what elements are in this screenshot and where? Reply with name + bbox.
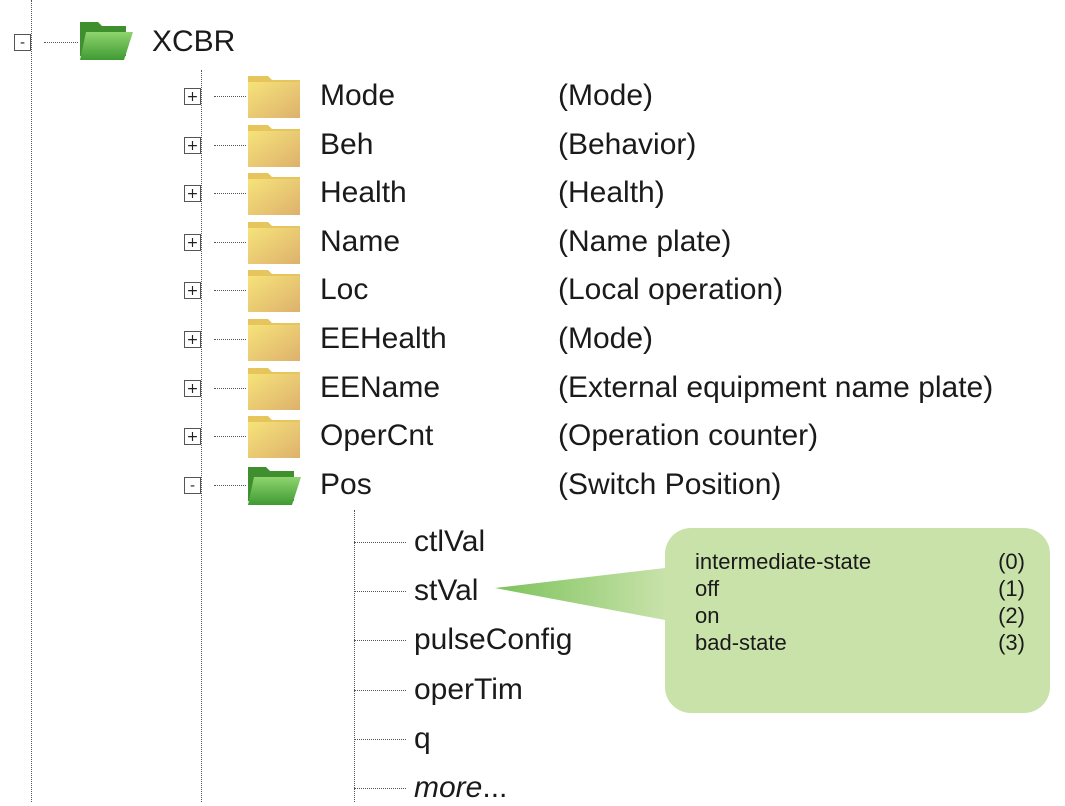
callout-bubble <box>495 528 1050 713</box>
child-description-label: (Local operation) <box>558 273 784 306</box>
callout-state-value: (3) <box>998 630 1025 655</box>
more-leaf-ellipsis: ... <box>482 771 508 804</box>
child-connector <box>214 96 246 97</box>
root-toggle-connector <box>44 42 78 43</box>
child-name-label[interactable]: EEHealth <box>320 322 447 355</box>
child-connector <box>214 485 246 486</box>
pos-leaf-q[interactable]: q <box>414 722 431 755</box>
pos-leaf-operTim[interactable]: operTim <box>414 673 523 706</box>
child-name-label[interactable]: Beh <box>320 128 374 161</box>
child-connector <box>214 242 246 243</box>
child-description-label: (Name plate) <box>558 225 732 258</box>
folder-open-icon <box>246 461 302 509</box>
child-connector <box>214 145 246 146</box>
root-label[interactable]: XCBR <box>152 25 236 58</box>
callout-row: on (2) <box>695 602 1025 629</box>
leaf-connector <box>354 591 406 592</box>
callout-state-label: intermediate-state <box>695 549 872 574</box>
child-expand-toggle[interactable]: + <box>184 88 201 105</box>
callout-row: intermediate-state (0) <box>695 548 1025 575</box>
child-description-label: (Operation counter) <box>558 419 819 452</box>
child-name-label[interactable]: Mode <box>320 79 396 112</box>
child-connector <box>214 388 246 389</box>
leaf-connector <box>354 690 406 691</box>
callout-row: bad-state (3) <box>695 629 1025 656</box>
folder-closed-icon <box>246 266 302 314</box>
callout-value-list: intermediate-state(0)off(1)on(2)bad-stat… <box>695 548 1025 656</box>
callout-row: off (1) <box>695 575 1025 602</box>
child-expand-toggle[interactable]: + <box>184 137 201 154</box>
child-connector <box>214 339 246 340</box>
child-name-label[interactable]: Health <box>320 176 407 209</box>
child-connector <box>214 436 246 437</box>
child-collapse-toggle[interactable]: - <box>184 477 201 494</box>
child-description-label: (Behavior) <box>558 128 697 161</box>
callout-state-label: bad-state <box>695 630 787 655</box>
pos-leaf-stVal[interactable]: stVal <box>414 574 479 607</box>
child-expand-toggle[interactable]: + <box>184 234 201 251</box>
leaf-connector <box>354 739 406 740</box>
child-expand-toggle[interactable]: + <box>184 428 201 445</box>
folder-closed-icon <box>246 72 302 120</box>
child-expand-toggle[interactable]: + <box>184 282 201 299</box>
root-collapse-toggle[interactable]: - <box>14 34 31 51</box>
folder-closed-icon <box>246 121 302 169</box>
folder-closed-icon <box>246 315 302 363</box>
pos-leaf-ctlVal[interactable]: ctlVal <box>414 525 486 558</box>
more-leaf-label: more <box>414 771 483 804</box>
folder-closed-icon <box>246 169 302 217</box>
child-name-label[interactable]: EEName <box>320 371 441 404</box>
child-name-label[interactable]: Pos <box>320 468 372 501</box>
child-name-label[interactable]: OperCnt <box>320 419 434 452</box>
child-description-label: (Switch Position) <box>558 468 782 501</box>
child-expand-toggle[interactable]: + <box>184 380 201 397</box>
child-name-label[interactable]: Name <box>320 225 401 258</box>
child-description-label: (Mode) <box>558 79 654 112</box>
callout-state-value: (2) <box>998 603 1025 628</box>
root-folder-open-icon <box>78 16 134 64</box>
child-description-label: (Health) <box>558 176 665 209</box>
child-description-label: (External equipment name plate) <box>558 371 994 404</box>
child-connector <box>214 193 246 194</box>
callout-state-value: (1) <box>998 576 1025 601</box>
folder-closed-icon <box>246 218 302 266</box>
more-connector <box>354 788 406 789</box>
leaf-connector <box>354 640 406 641</box>
child-expand-toggle[interactable]: + <box>184 331 201 348</box>
pos-leaf-pulseConfig[interactable]: pulseConfig <box>414 623 573 656</box>
child-description-label: (Mode) <box>558 322 654 355</box>
stval-values-callout: intermediate-state(0)off(1)on(2)bad-stat… <box>495 528 1050 713</box>
callout-state-label: off <box>695 576 720 601</box>
root-vertical-line <box>31 0 32 802</box>
child-name-label[interactable]: Loc <box>320 273 369 306</box>
children-vertical-line <box>201 70 202 802</box>
leaf-connector <box>354 542 406 543</box>
folder-closed-icon <box>246 364 302 412</box>
child-expand-toggle[interactable]: + <box>184 185 201 202</box>
folder-closed-icon <box>246 412 302 460</box>
callout-pointer <box>495 568 665 620</box>
callout-state-value: (0) <box>998 549 1025 574</box>
pos-leaves-vertical-line <box>354 510 355 802</box>
more-leaf[interactable]: more... <box>414 770 507 806</box>
callout-state-label: on <box>695 603 720 628</box>
child-connector <box>214 290 246 291</box>
